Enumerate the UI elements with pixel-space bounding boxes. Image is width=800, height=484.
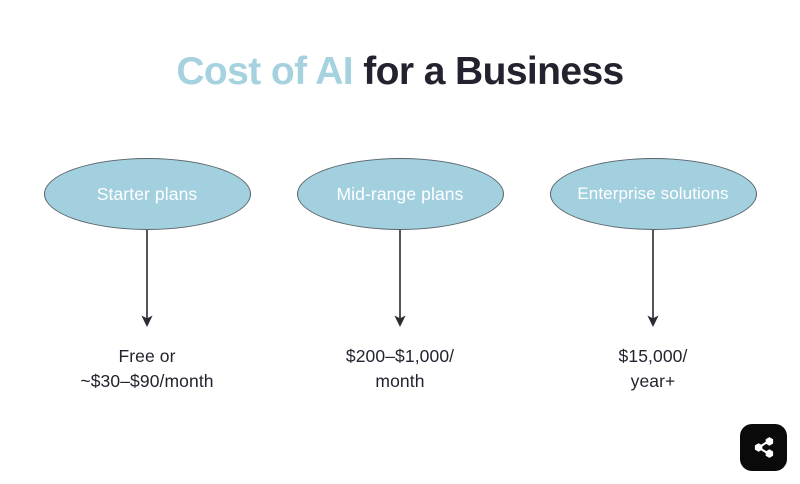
arrow-down-icon xyxy=(647,230,659,327)
caption-enterprise-line1: $15,000/ xyxy=(618,346,688,366)
diagram-column-enterprise: Enterprise solutions $15,000/ year+ xyxy=(527,158,779,394)
node-ellipse-enterprise[interactable]: Enterprise solutions xyxy=(549,158,757,230)
share-button[interactable] xyxy=(740,424,787,471)
node-label-starter: Starter plans xyxy=(96,183,198,204)
page-title: Cost of AI for a Business xyxy=(0,46,800,98)
caption-midrange-line1: $200–$1,000/ xyxy=(345,346,455,366)
caption-enterprise-line2: year+ xyxy=(630,371,676,391)
node-ellipse-midrange[interactable]: Mid-range plans xyxy=(296,158,504,230)
caption-midrange-line2: month xyxy=(375,371,425,391)
arrow-down-starter xyxy=(21,230,273,334)
node-label-midrange: Mid-range plans xyxy=(336,183,464,204)
diagram-column-midrange: Mid-range plans $200–$1,000/ month xyxy=(274,158,526,394)
caption-enterprise: $15,000/ year+ xyxy=(527,344,779,394)
arrow-down-enterprise xyxy=(527,230,779,334)
title-accent-text: Cost of AI xyxy=(176,50,354,93)
node-ellipse-starter[interactable]: Starter plans xyxy=(43,158,251,230)
arrow-down-midrange xyxy=(274,230,526,334)
caption-midrange: $200–$1,000/ month xyxy=(274,344,526,394)
caption-starter-line2: ~$30–$90/month xyxy=(80,371,214,391)
caption-starter-line1: Free or xyxy=(118,346,176,366)
caption-starter: Free or ~$30–$90/month xyxy=(21,344,273,394)
title-rest-text: for a Business xyxy=(353,50,624,93)
arrow-down-icon xyxy=(141,230,153,327)
arrow-down-icon xyxy=(394,230,406,327)
node-label-enterprise: Enterprise solutions xyxy=(577,184,729,203)
diagram-column-starter: Starter plans Free or ~$30–$90/month xyxy=(21,158,273,394)
share-icon xyxy=(754,437,774,458)
